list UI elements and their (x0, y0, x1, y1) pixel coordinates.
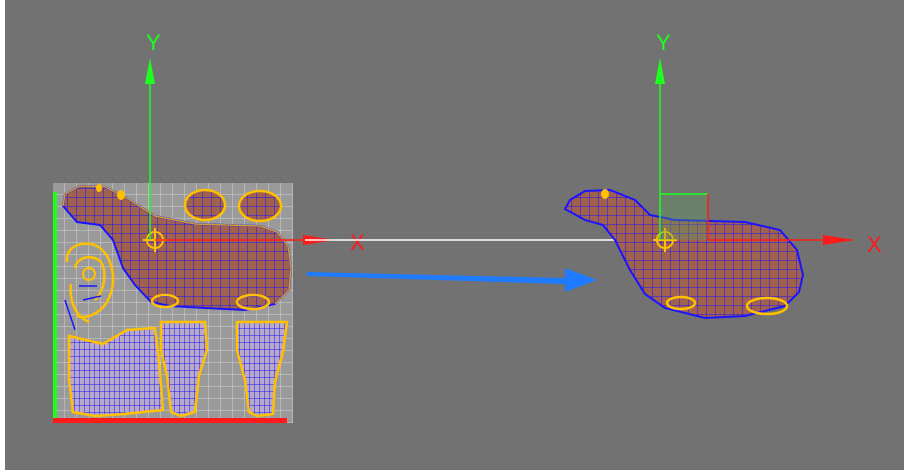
right-transform-gizmo[interactable]: Y X (655, 30, 882, 257)
uv-u-axis-bar (53, 418, 287, 423)
move-direction-arrow (307, 268, 597, 292)
right-y-arrowhead[interactable] (655, 58, 665, 84)
left-x-axis-label: X (350, 230, 365, 255)
uv-v-axis-bar (53, 192, 57, 420)
gizmo-xy-plane-handle[interactable] (660, 194, 708, 240)
uv-island-body (61, 184, 293, 312)
3d-sheep-mesh[interactable] (563, 188, 805, 320)
uv-island-legs (159, 320, 289, 418)
uv-island-belly (67, 326, 165, 418)
left-y-arrowhead[interactable] (145, 58, 155, 84)
right-x-axis-label: X (867, 232, 882, 257)
right-x-arrowhead[interactable] (823, 235, 855, 245)
3d-viewport[interactable]: Y X Y X (5, 0, 904, 470)
right-y-axis-label: Y (656, 30, 671, 55)
right-pivot-icon[interactable] (653, 228, 677, 252)
uv-island-tail (64, 242, 115, 331)
left-transform-gizmo[interactable]: Y X (145, 30, 365, 255)
uv-island-ears (183, 188, 283, 223)
uv-layout-panel[interactable] (53, 183, 293, 423)
left-y-axis-label: Y (146, 30, 161, 55)
